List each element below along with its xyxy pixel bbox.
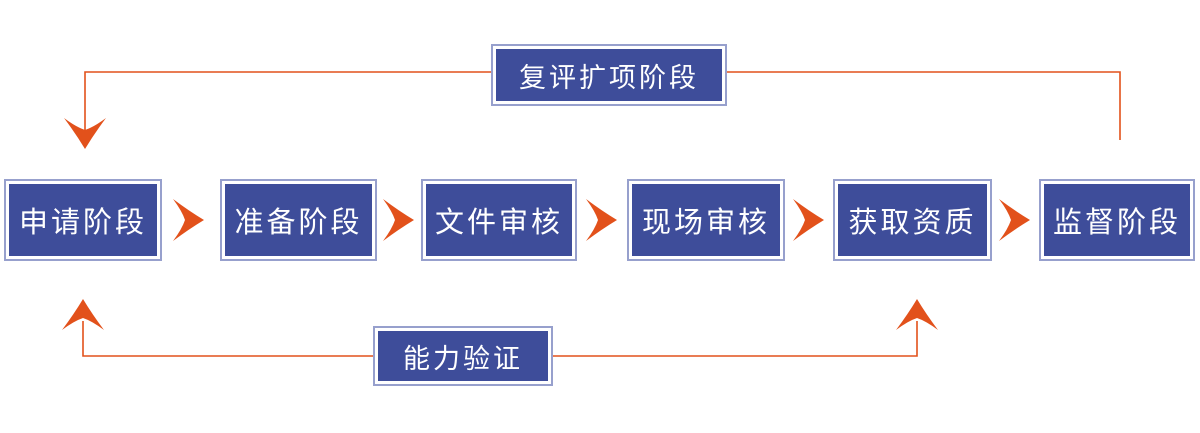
flow-chevron-icon (586, 199, 617, 241)
flow-chevron-icon (173, 199, 204, 241)
flow-step-box-obtain-qualification: 获取资质 (833, 179, 992, 261)
flow-step-box-supervision: 监督阶段 (1039, 179, 1195, 261)
flow-step-label: 获取资质 (838, 184, 987, 256)
top-loop-box-reassessment: 复评扩项阶段 (491, 44, 727, 106)
bottom-loop-box-proficiency-testing: 能力验证 (373, 326, 553, 386)
flow-step-label: 申请阶段 (9, 184, 157, 256)
flow-step-label: 文件审核 (426, 184, 572, 256)
flow-chevron-icon (383, 199, 414, 241)
flow-step-box-preparation: 准备阶段 (220, 179, 377, 261)
flow-step-box-onsite-review: 现场审核 (627, 179, 785, 261)
top-loop-label: 复评扩项阶段 (496, 49, 722, 101)
flow-step-label: 准备阶段 (225, 184, 372, 256)
flow-chevron-icon (793, 199, 824, 241)
flow-step-box-application: 申请阶段 (4, 179, 162, 261)
flow-step-label: 现场审核 (632, 184, 780, 256)
flow-step-label: 监督阶段 (1044, 184, 1190, 256)
flow-chevron-icon (999, 199, 1030, 241)
bottom-loop-label: 能力验证 (378, 331, 548, 381)
flow-step-box-document-review: 文件审核 (421, 179, 577, 261)
